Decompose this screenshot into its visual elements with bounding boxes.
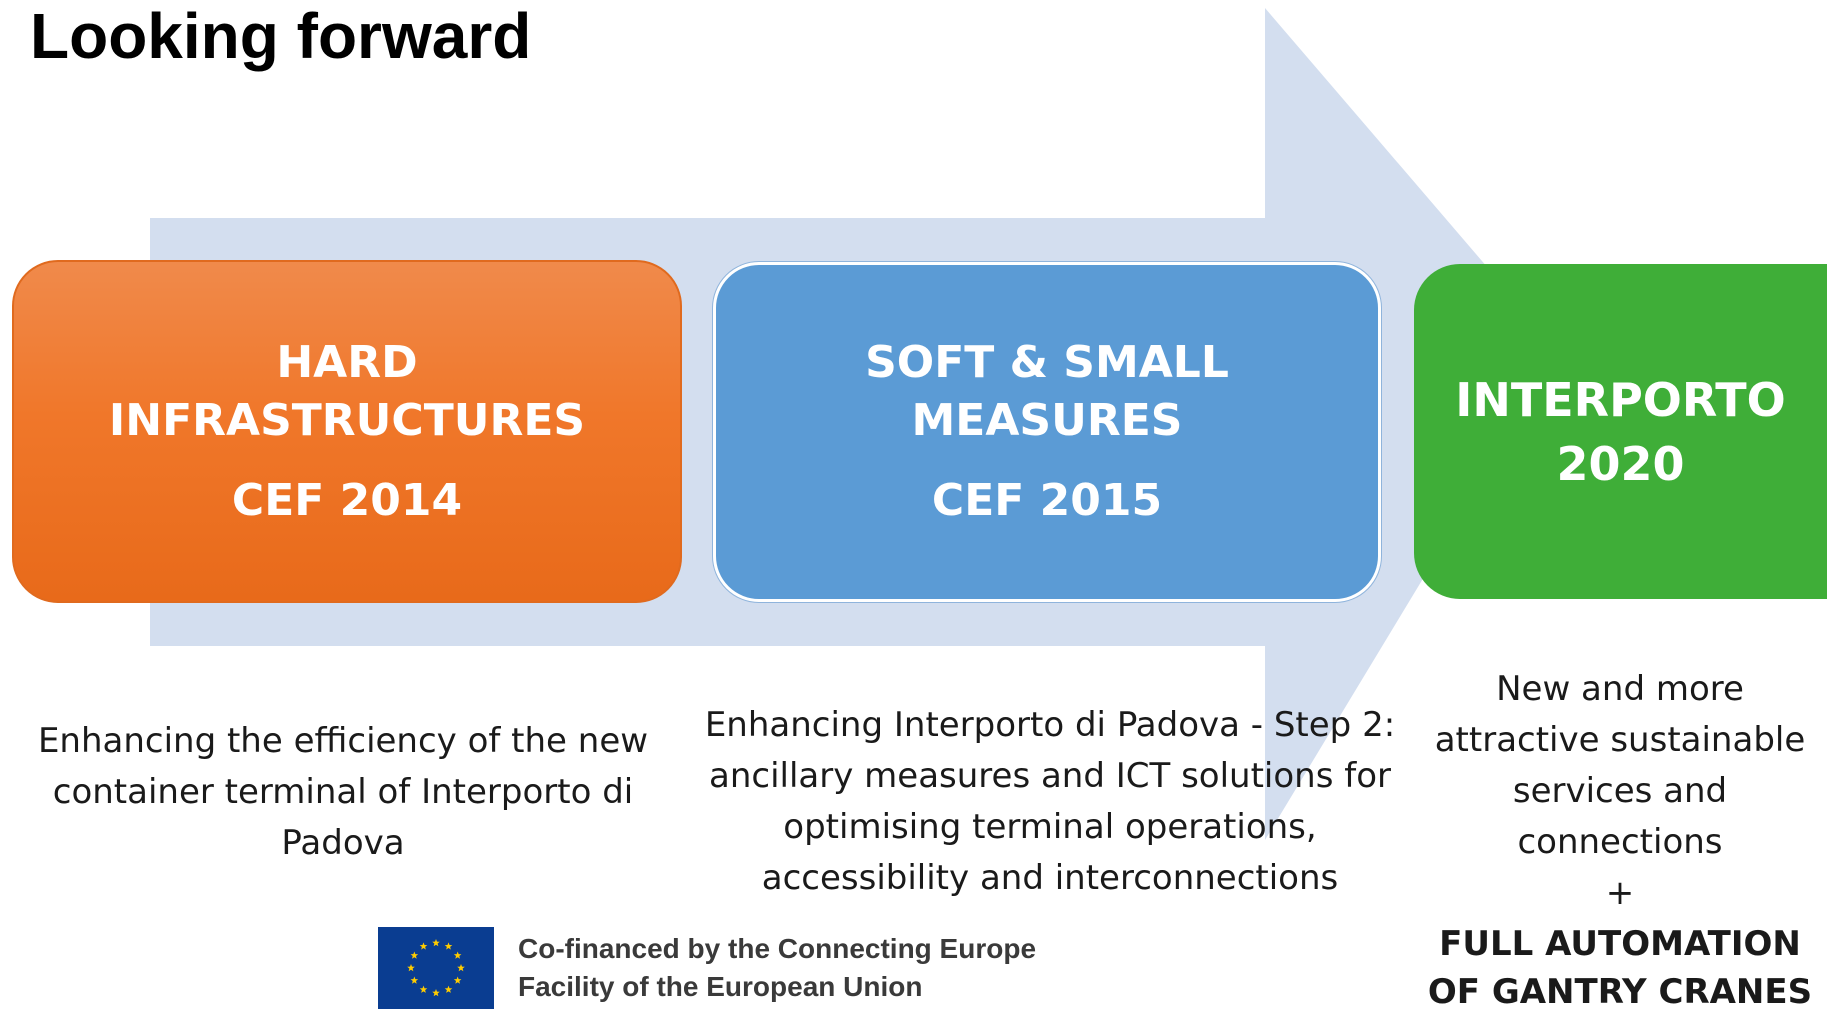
eu-star-icon bbox=[419, 985, 428, 993]
eu-cofinancing-note: Co-financed by the Connecting Europe Fac… bbox=[518, 930, 1036, 1006]
eu-flag-icon bbox=[378, 927, 494, 1009]
step-soft-small-measures: SOFT & SMALL MEASURES CEF 2015 bbox=[713, 262, 1381, 602]
eu-star-icon bbox=[432, 989, 440, 997]
eu-star-icon bbox=[453, 976, 462, 984]
step-heading: HARD INFRASTRUCTURES bbox=[108, 336, 586, 446]
eu-star-icon bbox=[444, 942, 453, 950]
page-title: Looking forward bbox=[30, 0, 532, 72]
eu-note-line: Facility of the European Union bbox=[518, 971, 923, 1002]
eu-star-icon bbox=[407, 964, 415, 972]
eu-stars bbox=[407, 939, 465, 997]
step-description: New and more attractive sustainable serv… bbox=[1434, 669, 1806, 913]
step-interporto-2020: INTERPORTO 2020 bbox=[1414, 264, 1827, 599]
step-subheading: CEF 2015 bbox=[931, 475, 1163, 526]
step-heading: SOFT & SMALL MEASURES bbox=[865, 337, 1229, 446]
eu-star-icon bbox=[432, 939, 440, 947]
eu-star-icon bbox=[444, 985, 453, 993]
eu-star-icon bbox=[419, 942, 428, 950]
eu-star-icon bbox=[457, 964, 465, 972]
step-hard-infrastructures: HARD INFRASTRUCTURES CEF 2014 bbox=[12, 260, 682, 603]
step-description-highlight: FULL AUTOMATION OF GANTRY CRANES bbox=[1427, 924, 1813, 1012]
step-description: Enhancing Interporto di Padova - Step 2:… bbox=[704, 705, 1396, 898]
eu-note-line: Co-financed by the Connecting Europe bbox=[518, 933, 1037, 964]
step-description: Enhancing the efficiency of the new cont… bbox=[37, 721, 649, 863]
eu-star-icon bbox=[410, 951, 419, 959]
eu-star-icon bbox=[453, 951, 462, 959]
step-heading: INTERPORTO 2020 bbox=[1455, 372, 1786, 491]
eu-star-icon bbox=[410, 976, 419, 984]
step-subheading: CEF 2014 bbox=[231, 474, 463, 526]
